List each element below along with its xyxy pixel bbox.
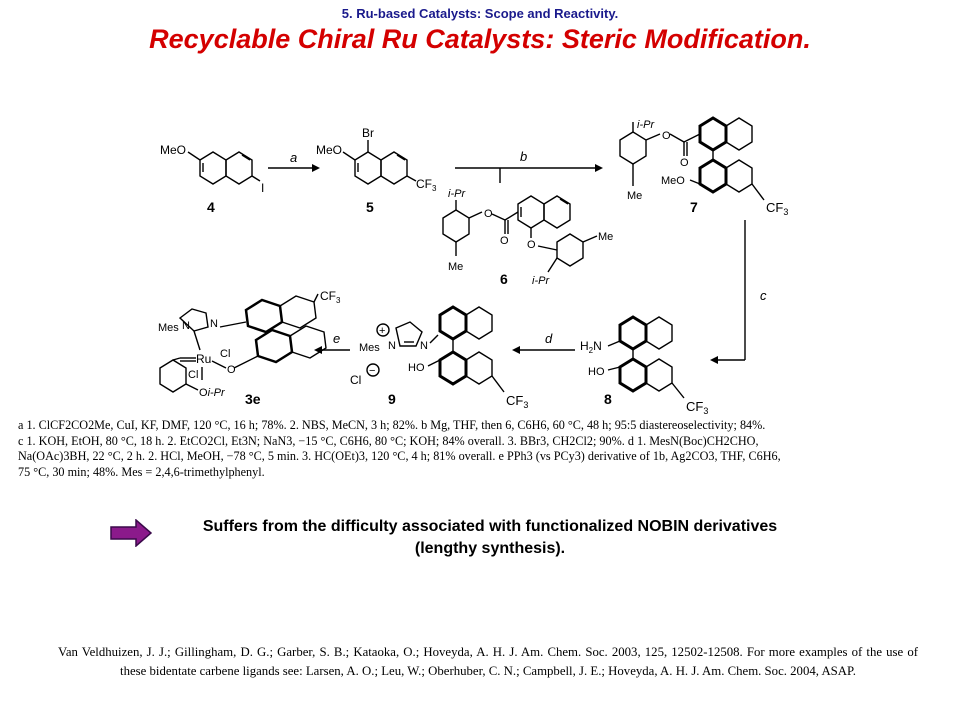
minus-sign: −: [369, 365, 375, 377]
compound-number-6: 6: [500, 271, 508, 287]
compound-6: i-Pr Me O O O Me i-Pr 6: [442, 188, 613, 287]
n-label: N: [420, 340, 428, 352]
carbonyl-o-label: O: [500, 235, 509, 247]
arrow-c-label: c: [760, 288, 767, 303]
summary-line-2: (lengthy synthesis).: [414, 540, 566, 557]
conditions-line: a 1. ClCF2CO2Me, CuI, KF, DMF, 120 °C, 1…: [18, 418, 766, 432]
ru-label: Ru: [196, 352, 211, 366]
compound-number-3e: 3e: [245, 391, 261, 407]
me-label: Me: [627, 190, 642, 202]
iodine-label: I: [261, 181, 264, 195]
meo-label: MeO: [661, 175, 685, 187]
svg-text:CF3: CF3: [416, 177, 437, 193]
catalyst-3e: Mes N N Ru Cl Cl O CF3 Oi-Pr 3e: [158, 289, 341, 407]
arrow-b-label: b: [520, 149, 527, 164]
cl-label: Cl: [350, 373, 361, 387]
me-label: Me: [598, 231, 613, 243]
meo-label: MeO: [316, 143, 342, 157]
cl-label: Cl: [220, 348, 230, 360]
o-label: O: [484, 208, 493, 220]
mes-label: Mes: [359, 342, 380, 354]
n-label: N: [210, 318, 218, 330]
right-arrow-icon: [110, 519, 152, 547]
compound-8: H2N HO CF3 8: [580, 315, 708, 416]
carbonyl-o-label: O: [680, 157, 689, 169]
compound-number-5: 5: [366, 199, 374, 215]
mes-label: Mes: [158, 322, 179, 334]
compound-4: MeO I 4: [160, 143, 264, 215]
n-label: N: [388, 340, 396, 352]
svg-text:H2N: H2N: [580, 339, 602, 355]
ho-label: HO: [588, 366, 605, 378]
conditions-line: c 1. KOH, EtOH, 80 °C, 18 h. 2. EtCO2Cl,…: [18, 433, 759, 448]
o-label: O: [662, 130, 671, 142]
me-label: Me: [448, 261, 463, 273]
conditions-line: 75 °C, 30 min; 48%. Mes = 2,4,6-trimethy…: [18, 464, 265, 479]
n-label: N: [182, 320, 190, 332]
section-header: 5. Ru-based Catalysts: Scope and Reactiv…: [341, 6, 619, 21]
conditions-line: Na(OAc)3BH, 22 °C, 2 h. 2. HCl, MeOH, −7…: [18, 449, 781, 463]
compound-5: Br MeO CF3 5: [316, 126, 437, 215]
svg-text:Oi-Pr: Oi-Pr: [199, 387, 226, 399]
arrow-a-label: a: [290, 150, 297, 165]
compound-number-4: 4: [207, 199, 215, 215]
meo-label: MeO: [160, 143, 186, 157]
compound-7: i-Pr Me O O MeO CF3 7: [619, 116, 788, 217]
br-label: Br: [362, 126, 374, 140]
svg-text:CF3: CF3: [506, 393, 528, 410]
slide-title: Recyclable Chiral Ru Catalysts: Steric M…: [149, 24, 811, 54]
arrow-e-label: e: [333, 331, 340, 346]
arrow-d-label: d: [545, 331, 553, 346]
svg-text:CF3: CF3: [686, 399, 708, 416]
ipr-label: i-Pr: [637, 119, 655, 131]
o-label: O: [227, 364, 236, 376]
o-label: O: [527, 239, 536, 251]
compound-number-8: 8: [604, 391, 612, 407]
ho-label: HO: [408, 362, 425, 374]
ipr-label: i-Pr: [532, 275, 550, 287]
svg-text:CF3: CF3: [766, 200, 788, 217]
plus-sign: +: [379, 325, 385, 337]
reaction-conditions: a 1. ClCF2CO2Me, CuI, KF, DMF, 120 °C, 1…: [18, 418, 948, 480]
compound-number-7: 7: [690, 199, 698, 215]
compound-9: Mes N N + HO CF3 Cl − 9: [350, 305, 528, 410]
summary-text: Suffers from the difficulty associated w…: [150, 516, 830, 560]
summary-line-1: Suffers from the difficulty associated w…: [202, 518, 778, 535]
ipr-label: i-Pr: [448, 188, 466, 200]
reaction-scheme: MeO I 4 a Br MeO CF3 5 b i-Pr Me O O: [158, 116, 788, 416]
compound-number-9: 9: [388, 391, 396, 407]
svg-text:CF3: CF3: [320, 289, 341, 305]
citation: Van Veldhuizen, J. J.; Gillingham, D. G.…: [58, 645, 918, 678]
cl-label: Cl: [188, 369, 198, 381]
